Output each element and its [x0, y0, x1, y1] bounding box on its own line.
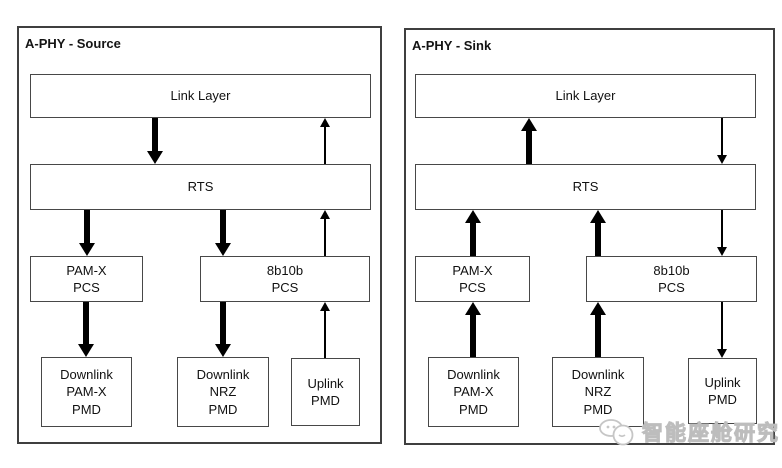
node-source-uplink-pmd: Uplink PMD — [291, 358, 360, 426]
arrow-sink-rts-to-link-layer — [521, 118, 537, 164]
arrow-source-rts-to-8b10b-pcs — [215, 210, 231, 256]
node-label-sink-uplink-pmd: Uplink PMD — [704, 374, 741, 408]
mascot-logo-icon — [599, 419, 634, 446]
node-label-source-8b10b-pcs: 8b10b PCS — [266, 262, 304, 296]
node-sink-8b10b-pcs: 8b10b PCS — [586, 256, 757, 302]
arrow-source-rts-to-pam-x-pcs — [79, 210, 95, 256]
arrow-sink-pam-x-pcs-to-rts — [465, 210, 481, 256]
arrow-source-pam-x-pcs-to-downlink-pam-x-pmd — [78, 302, 94, 357]
node-sink-pam-x-pcs: PAM-X PCS — [415, 256, 530, 302]
node-label-source-link-layer: Link Layer — [170, 88, 231, 104]
watermark: 智能座舱研究 — [598, 417, 780, 447]
node-source-downlink-nrz-pmd: Downlink NRZ PMD — [177, 357, 269, 427]
node-source-downlink-pam-x-pmd: Downlink PAM-X PMD — [41, 357, 132, 427]
arrow-source-uplink-pmd-to-8b10b-pcs — [320, 302, 330, 358]
node-sink-downlink-nrz-pmd: Downlink NRZ PMD — [552, 357, 644, 427]
node-label-sink-pam-x-pcs: PAM-X PCS — [452, 262, 493, 296]
node-label-source-uplink-pmd: Uplink PMD — [307, 375, 344, 409]
node-label-source-rts: RTS — [187, 179, 214, 195]
arrow-sink-rts-to-8b10b-pcs — [717, 210, 727, 256]
arrow-sink-8b10b-pcs-to-rts — [590, 210, 606, 256]
arrow-sink-8b10b-pcs-to-uplink-pmd — [717, 302, 727, 358]
panel-title-sink: A-PHY - Sink — [412, 38, 492, 53]
node-label-source-pam-x-pcs: PAM-X PCS — [66, 262, 107, 296]
watermark-text: 智能座舱研究 — [642, 422, 780, 446]
arrow-sink-link-layer-to-rts — [717, 118, 727, 164]
node-label-source-downlink-pam-x-pmd: Downlink PAM-X PMD — [60, 366, 113, 417]
arrow-source-8b10b-pcs-to-downlink-nrz-pmd — [215, 302, 231, 357]
arrow-source-link-layer-to-rts — [147, 118, 163, 164]
arrow-sink-downlink-nrz-pmd-to-8b10b-pcs — [590, 302, 606, 357]
arrow-source-rts-to-link-layer — [320, 118, 330, 164]
arrow-source-8b10b-pcs-to-rts — [320, 210, 330, 256]
node-source-pam-x-pcs: PAM-X PCS — [30, 256, 143, 302]
node-sink-uplink-pmd: Uplink PMD — [688, 358, 757, 424]
node-sink-rts: RTS — [415, 164, 756, 210]
node-sink-downlink-pam-x-pmd: Downlink PAM-X PMD — [428, 357, 519, 427]
panel-title-source: A-PHY - Source — [25, 36, 121, 51]
node-label-sink-link-layer: Link Layer — [555, 88, 616, 104]
node-label-sink-downlink-nrz-pmd: Downlink NRZ PMD — [571, 366, 625, 417]
node-label-source-downlink-nrz-pmd: Downlink NRZ PMD — [196, 366, 250, 417]
node-label-sink-rts: RTS — [572, 179, 599, 195]
arrow-sink-downlink-pam-x-pmd-to-pam-x-pcs — [465, 302, 481, 357]
node-sink-link-layer: Link Layer — [415, 74, 756, 118]
node-label-sink-8b10b-pcs: 8b10b PCS — [653, 262, 690, 296]
node-label-sink-downlink-pam-x-pmd: Downlink PAM-X PMD — [447, 366, 500, 417]
node-source-rts: RTS — [30, 164, 371, 210]
node-source-link-layer: Link Layer — [30, 74, 371, 118]
node-source-8b10b-pcs: 8b10b PCS — [200, 256, 370, 302]
